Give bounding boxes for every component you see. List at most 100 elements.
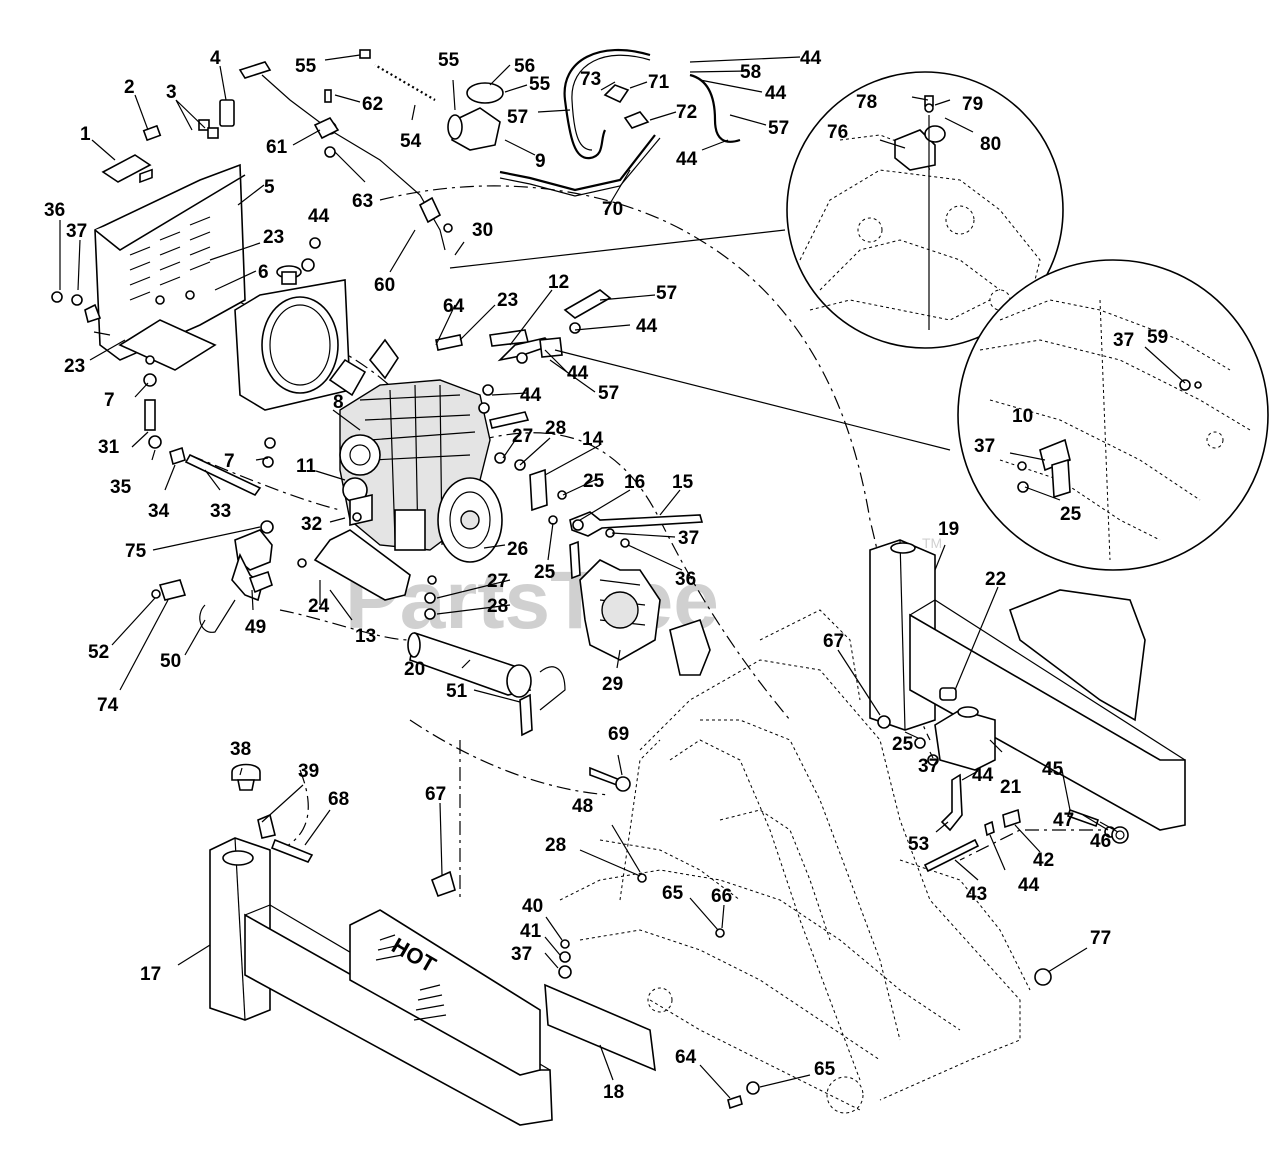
callout-14: 14 <box>582 429 604 450</box>
callout-12: 12 <box>548 272 569 293</box>
callout-79: 79 <box>962 94 983 115</box>
flywheel-housing <box>437 477 503 563</box>
callout-61: 61 <box>266 137 288 158</box>
callout-10: 10 <box>1012 406 1033 427</box>
callout-7a: 7 <box>104 390 115 411</box>
callout-36a: 36 <box>44 200 65 221</box>
callout-50: 50 <box>160 651 181 672</box>
callout-28b: 28 <box>487 596 508 617</box>
watermark-trademark: TM <box>922 535 942 551</box>
leader-lines <box>59 54 1186 1099</box>
callout-28a: 28 <box>545 418 566 439</box>
callout-67a: 67 <box>823 631 844 652</box>
engine-mount <box>297 529 437 620</box>
callout-17: 17 <box>140 964 161 985</box>
callout-52: 52 <box>88 642 109 663</box>
callout-71: 71 <box>648 72 670 93</box>
callout-16: 16 <box>624 472 645 493</box>
callout-23a: 23 <box>263 227 284 248</box>
engine-shroud <box>94 154 246 371</box>
callout-57c: 57 <box>656 283 677 304</box>
callout-43: 43 <box>966 884 987 905</box>
callout-80: 80 <box>980 134 1001 155</box>
callout-30: 30 <box>472 220 493 241</box>
callout-25d: 25 <box>892 734 914 755</box>
callout-25b: 25 <box>534 562 556 583</box>
callout-19: 19 <box>938 519 959 540</box>
callout-4: 4 <box>210 48 221 69</box>
callout-25a: 25 <box>583 471 605 492</box>
callout-59: 59 <box>1147 327 1168 348</box>
callout-49: 49 <box>245 617 266 638</box>
left-tank-beam <box>209 763 1052 1126</box>
callout-76: 76 <box>827 122 848 143</box>
callout-37d: 37 <box>974 436 995 457</box>
callout-39: 39 <box>298 761 319 782</box>
callout-56: 56 <box>514 56 535 77</box>
callout-44h: 44 <box>972 765 994 786</box>
heat-shield <box>579 559 711 676</box>
callout-36b: 36 <box>675 569 696 590</box>
callout-27a: 27 <box>512 426 533 447</box>
radiator <box>234 265 351 411</box>
callout-68: 68 <box>328 789 349 810</box>
callout-65b: 65 <box>814 1059 836 1080</box>
detail-circle-fuel-pump <box>786 71 1064 349</box>
fuel-lines <box>499 48 741 197</box>
callout-53: 53 <box>908 834 929 855</box>
callout-78: 78 <box>856 92 877 113</box>
callout-23c: 23 <box>497 290 518 311</box>
muffler <box>407 631 566 737</box>
callout-40: 40 <box>522 896 543 917</box>
callout-45: 45 <box>1042 759 1064 780</box>
callout-48: 48 <box>572 796 593 817</box>
callout-5: 5 <box>264 177 275 198</box>
callout-28c: 28 <box>545 835 566 856</box>
callout-3: 3 <box>166 82 177 103</box>
callout-60: 60 <box>374 275 395 296</box>
callout-21: 21 <box>1000 777 1022 798</box>
callout-58: 58 <box>740 62 761 83</box>
callout-64a: 64 <box>443 296 465 317</box>
callout-34: 34 <box>148 501 170 522</box>
detail-leaders <box>449 229 951 451</box>
callout-44b: 44 <box>765 83 787 104</box>
callout-20: 20 <box>404 659 425 680</box>
callout-37b: 37 <box>678 528 699 549</box>
callout-69: 69 <box>608 724 629 745</box>
callout-37f: 37 <box>511 944 532 965</box>
callout-23b: 23 <box>64 356 85 377</box>
callout-9: 9 <box>535 151 546 172</box>
callout-55b: 55 <box>438 50 460 71</box>
callout-33: 33 <box>210 501 231 522</box>
callout-44f: 44 <box>567 363 589 384</box>
callout-65a: 65 <box>662 883 684 904</box>
callout-57a: 57 <box>507 107 528 128</box>
callout-37e: 37 <box>918 756 939 777</box>
callout-77: 77 <box>1090 928 1111 949</box>
callout-62: 62 <box>362 94 383 115</box>
callout-32: 32 <box>301 514 322 535</box>
callout-44i: 44 <box>1018 875 1040 896</box>
callout-27b: 27 <box>487 571 508 592</box>
callout-47: 47 <box>1053 810 1074 831</box>
callout-66: 66 <box>711 886 732 907</box>
callout-46: 46 <box>1090 831 1111 852</box>
callout-37a: 37 <box>66 221 87 242</box>
callout-24: 24 <box>308 596 330 617</box>
callout-67b: 67 <box>425 784 446 805</box>
filter-assembly <box>447 82 504 151</box>
callout-44c: 44 <box>676 149 698 170</box>
callout-18: 18 <box>603 1082 624 1103</box>
callout-25c: 25 <box>1060 504 1082 525</box>
callout-73: 73 <box>580 69 601 90</box>
callout-1: 1 <box>80 124 91 145</box>
callout-26: 26 <box>507 539 528 560</box>
callout-44g: 44 <box>520 385 542 406</box>
callout-55a: 55 <box>295 56 317 77</box>
callout-63: 63 <box>352 191 373 212</box>
callout-75: 75 <box>125 541 147 562</box>
hydraulic-filter <box>923 687 1021 873</box>
callout-42: 42 <box>1033 850 1054 871</box>
callout-13: 13 <box>355 626 376 647</box>
